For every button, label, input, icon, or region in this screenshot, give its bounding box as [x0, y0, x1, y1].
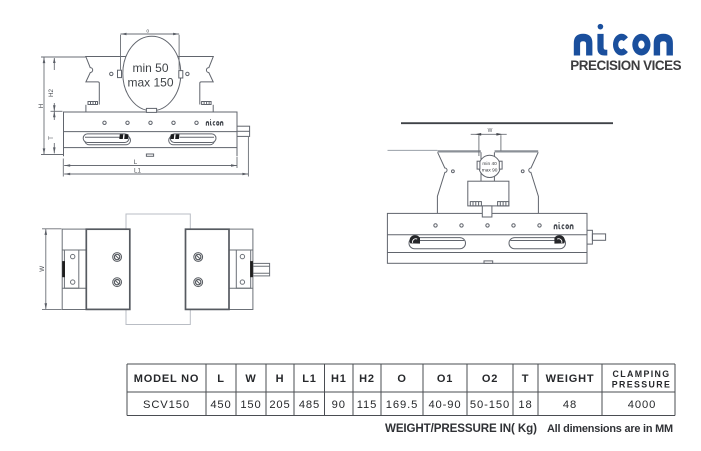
svg-text:150: 150	[240, 399, 261, 411]
svg-text:50-150: 50-150	[470, 399, 510, 411]
svg-text:CLAMPING: CLAMPING	[612, 369, 670, 379]
svg-text:W: W	[488, 128, 493, 134]
svg-text:min 50: min 50	[132, 61, 168, 75]
svg-text:115: 115	[357, 399, 378, 411]
svg-text:O2: O2	[482, 373, 498, 385]
svg-text:min 40: min 40	[482, 161, 497, 167]
svg-text:W: W	[39, 266, 46, 272]
svg-text:L: L	[217, 373, 225, 385]
svg-text:max 90: max 90	[482, 167, 498, 173]
svg-text:L: L	[134, 159, 138, 166]
svg-text:H: H	[276, 373, 285, 385]
svg-text:MODEL NO: MODEL NO	[134, 373, 199, 385]
svg-text:o: o	[146, 28, 149, 34]
svg-text:max 150: max 150	[127, 76, 173, 90]
svg-text:H1: H1	[331, 373, 347, 385]
svg-text:18: 18	[518, 399, 532, 411]
svg-text:48: 48	[563, 399, 577, 411]
svg-text:40-90: 40-90	[428, 399, 461, 411]
svg-text:All dimensions are in MM: All dimensions are in MM	[547, 423, 673, 435]
svg-text:485: 485	[299, 399, 320, 411]
svg-text:450: 450	[210, 399, 231, 411]
svg-text:O: O	[397, 373, 406, 385]
svg-text:T: T	[48, 136, 55, 140]
svg-text:T: T	[522, 373, 530, 385]
svg-text:H2: H2	[359, 373, 375, 385]
svg-text:169.5: 169.5	[386, 399, 419, 411]
svg-text:SCV150: SCV150	[143, 399, 190, 411]
svg-text:L1: L1	[302, 373, 316, 385]
svg-text:90: 90	[332, 399, 346, 411]
svg-text:H2: H2	[48, 88, 55, 96]
svg-text:WEIGHT/PRESSURE IN( Kg): WEIGHT/PRESSURE IN( Kg)	[385, 422, 537, 435]
svg-text:WEIGHT: WEIGHT	[546, 373, 595, 385]
svg-text:PRESSURE: PRESSURE	[612, 380, 672, 390]
svg-text:PRECISION VICES: PRECISION VICES	[570, 58, 681, 73]
svg-text:W: W	[245, 373, 256, 385]
svg-text:H: H	[38, 104, 45, 108]
svg-text:205: 205	[269, 399, 290, 411]
svg-text:4000: 4000	[628, 399, 657, 411]
svg-text:L1: L1	[134, 167, 141, 174]
svg-text:O1: O1	[437, 373, 453, 385]
